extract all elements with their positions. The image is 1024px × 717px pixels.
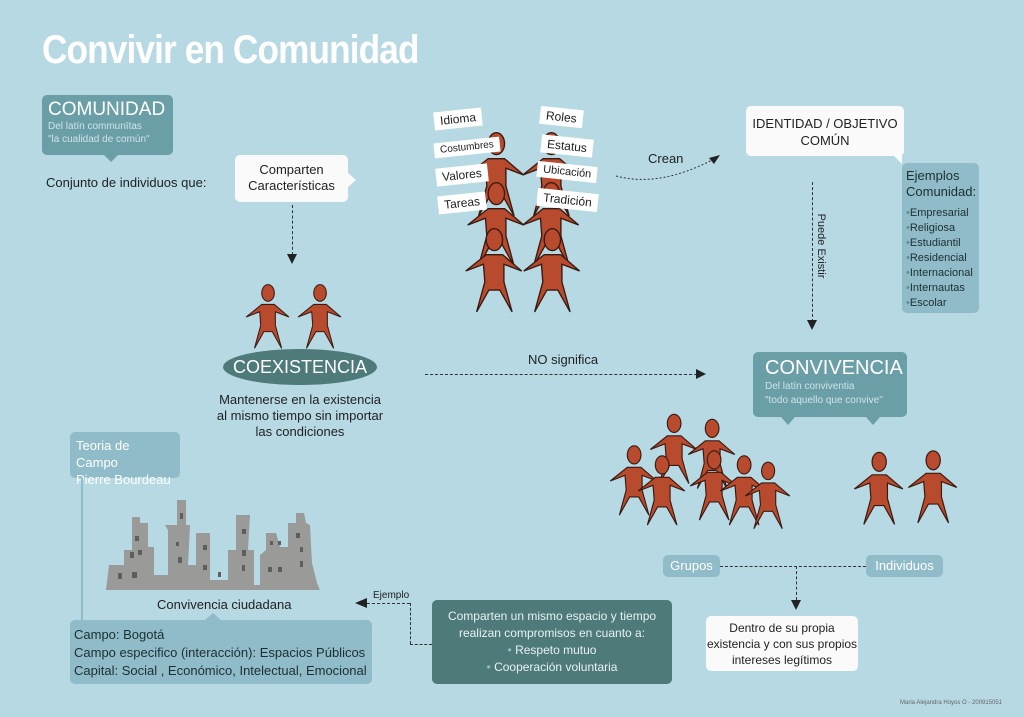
comparten-label: Comparten [259,162,324,177]
dentro-box: Dentro de su propia existencia y con sus… [706,616,858,671]
ejemplo-item-text: Internautas [909,282,965,294]
crean-arrow [615,155,720,180]
identidad-pointer [893,155,902,164]
individual-woman [906,445,958,530]
comunidad-heading: COMUNIDAD [48,99,166,120]
campo-line2: Campo especifico (interacción): Espacios… [74,645,366,660]
community-person [521,225,581,317]
puede-existir-arrow-head [807,320,817,330]
conjunto-text: Conjunto de individuos que: [46,175,207,190]
coexistencia-line1: Mantenerse en la existencia [219,392,381,407]
comparten-caracteristicas-box: Comparten Características [235,155,348,202]
grupos-individuos-line [720,566,866,567]
bullet-cooperacion-text: Cooperación voluntaria [494,660,618,674]
teoria-connector [81,478,83,623]
city-skyline [106,500,320,590]
comparten-espacio-line1: Comparten un mismo espacio y tiempo [447,609,657,623]
campo-line3: Capital: Social , Económico, Intelectual… [74,663,367,678]
convivencia-heading: CONVIVENCIA [765,357,903,379]
no-significa-label: NO significa [528,352,599,367]
author-signature: Maria Alejandra Hoyos O - 200915051 [900,700,1003,706]
ejemplo-item-text: Religiosa [909,222,956,234]
community-person [463,225,523,317]
teoria-line2: Pierre Bourdeau [76,472,171,487]
ejemplo-item: •Residencial [906,252,967,264]
dentro-line3: intereses legítimos [731,653,833,667]
dentro-line2: existencia y con sus propios [706,637,858,651]
campo-box: Campo: Bogotá Campo especifico (interacc… [70,620,372,684]
individuos-label: Individuos [866,555,943,577]
individual-man [852,448,904,530]
convivencia-box: CONVIVENCIA Del latín conviventia "todo … [753,352,907,417]
ejemplo-item: •Escolar [906,297,947,309]
no-significa-arrow-head [696,369,706,379]
ejemplo-item-text: Empresarial [909,207,969,219]
identidad-line1: IDENTIDAD / OBJETIVO [752,116,898,131]
ejemplo-arrow-head [355,598,367,608]
convivencia-meaning: "todo aquello que convive" [765,395,883,406]
coexistencia-person-2 [296,283,342,351]
puede-existir-label: Puede Existir [815,213,827,279]
teoria-line1: Teoria de Campo [76,438,130,470]
comparten-pointer [348,173,356,187]
identidad-box: IDENTIDAD / OBJETIVO COMÚN [746,106,904,156]
ejemplo-item-text: Residencial [909,252,967,264]
ejemplo-item: •Empresarial [906,207,969,219]
ejemplo-label: Ejemplo [373,590,410,601]
ejemplo-item: •Religiosa [906,222,956,234]
convivencia-origin: Del latín conviventia [765,381,855,392]
group-person [636,452,686,530]
ejemplos-list: •Empresarial •Religiosa •Estudiantil •Resid… [906,206,975,311]
coexistencia-ellipse: COEXISTENCIA [223,349,377,385]
ejemplos-heading-2: Comunidad: [906,184,977,199]
coexistencia-description: Mantenerse en la existencia al mismo tie… [215,392,385,440]
convivencia-pointer-left [781,417,795,425]
ejemplo-line-bottom [410,644,432,645]
convivencia-ciudadana-label: Convivencia ciudadana [157,597,292,612]
comunidad-box: COMUNIDAD Del latín communītas "la cuali… [42,95,173,155]
ejemplo-line-top [367,603,410,604]
identidad-line2: COMÚN [800,133,850,148]
bullet-respeto-text: Respeto mutuo [515,643,597,657]
dentro-arrow-line [796,566,797,600]
grupos-label: Grupos [663,555,720,577]
dentro-arrow-head [791,600,801,610]
teoria-box: Teoria de Campo Pierre Bourdeau [70,432,180,487]
ejemplo-item: •Estudiantil [906,237,961,249]
ejemplos-box: Ejemplos Comunidad: •Empresarial •Religio… [902,163,979,313]
comunidad-meaning: "la cualidad de común" [48,134,150,145]
comunidad-pointer [104,155,118,162]
dentro-line1: Dentro de su propia [729,621,835,635]
crean-label: Crean [648,151,684,166]
ejemplo-item-text: Estudiantil [909,237,961,249]
ejemplo-item-text: Escolar [909,297,947,309]
ejemplo-item: •Internacional [906,267,973,279]
bullet-respeto: • Respeto mutuo [507,643,597,657]
page-title: Convivir en Comunidad [42,28,419,72]
campo-pointer [205,613,221,620]
comparten-espacio-line2: realizan compromisos en cuanto a: [458,626,646,640]
coexistencia-line2: al mismo tiempo sin importar [216,408,384,423]
campo-line1: Campo: Bogotá [74,627,165,642]
caracteristicas-label: Características [248,178,335,193]
no-significa-line [425,374,697,375]
convivencia-pointer-right [866,417,880,425]
coexistencia-person-1 [244,283,290,351]
ejemplo-line-vertical [410,603,411,644]
caracteristicas-arrow-head [287,254,297,264]
ejemplo-item: •Internautas [906,282,965,294]
bullet-cooperacion: • Cooperación voluntaria [486,660,618,674]
ejemplos-heading: Ejemplos [906,168,960,183]
ejemplo-item-text: Internacional [909,267,973,279]
group-figures [598,412,793,537]
coexistencia-line3: las condiciones [255,424,345,439]
comunidad-origin: Del latín communītas [48,121,142,132]
comparten-espacio-box: Comparten un mismo espacio y tiempo real… [432,600,672,684]
group-person [743,460,791,532]
caracteristicas-arrow-line [292,205,293,255]
puede-existir-line [812,182,813,322]
